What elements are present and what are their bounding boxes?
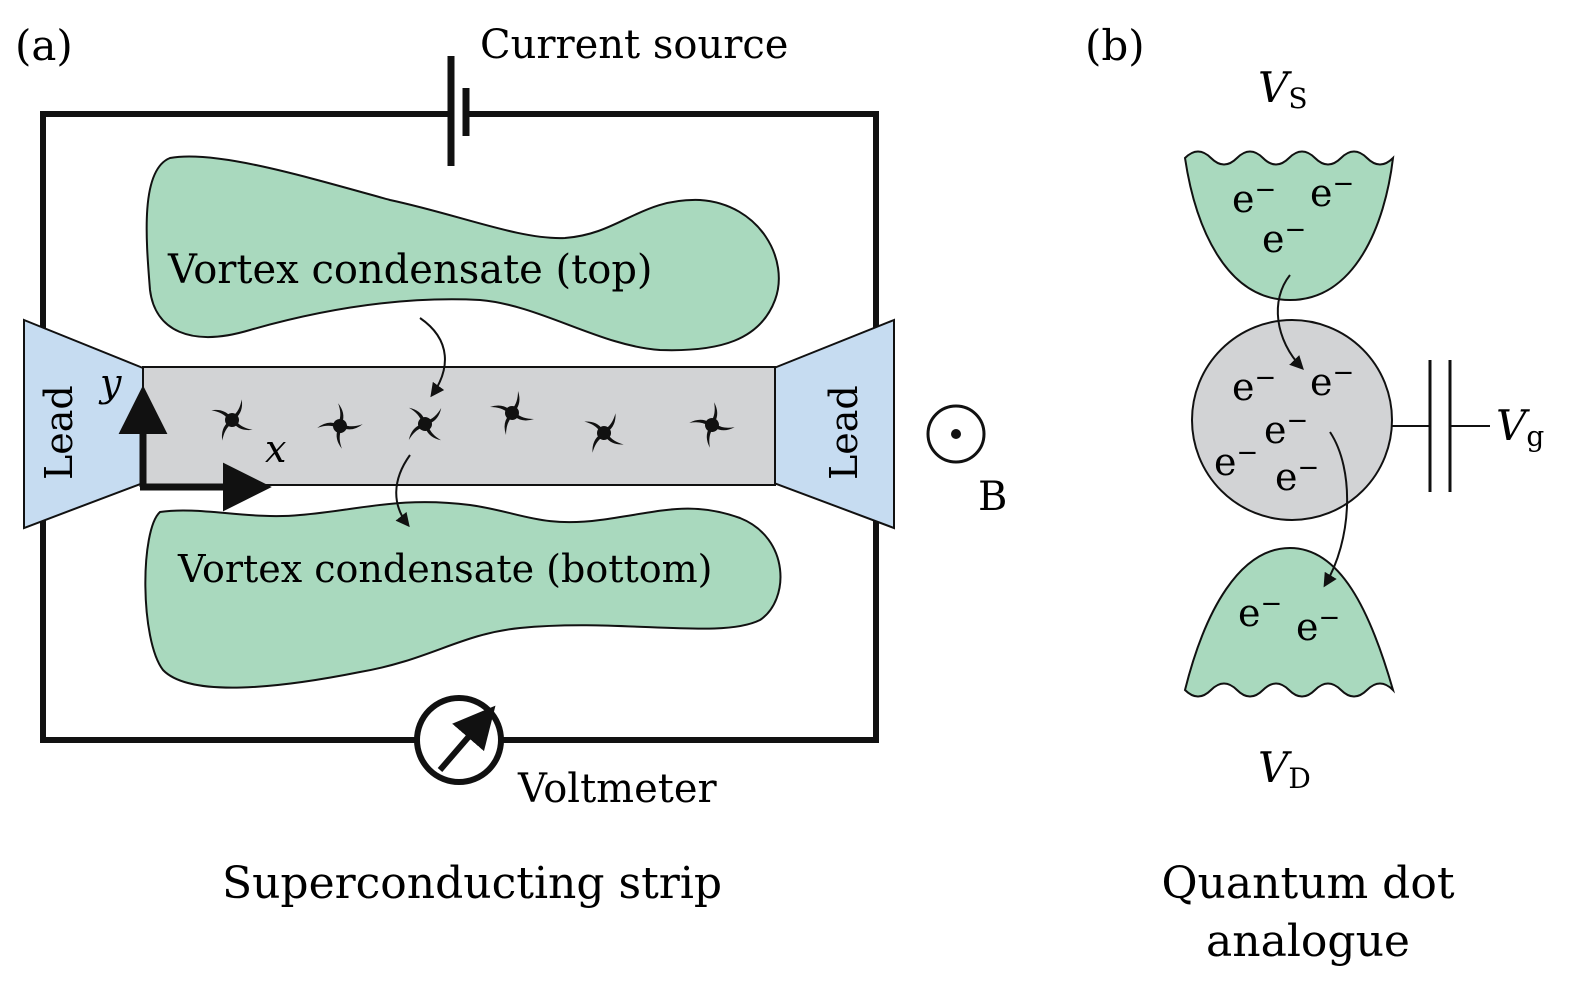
panel-b-caption-line1: Quantum dot (1161, 858, 1454, 909)
condensate-bottom-label: Vortex condensate (bottom) (177, 547, 713, 591)
electron-dot-3: e− (1264, 406, 1308, 452)
panel-b: (b) VS e− e− e− e− e− e− e− e− e− e− (1085, 21, 1544, 967)
drain-voltage-label: VD (1258, 743, 1311, 795)
arrow-source-to-dot (1276, 274, 1304, 371)
y-axis-label: y (98, 361, 122, 405)
arrow-top-to-strip (419, 317, 446, 398)
current-source-label: Current source (480, 22, 788, 68)
electron-dot-2: e− (1310, 358, 1354, 404)
panel-a: (a) Current source Vortex condensate (to… (15, 21, 1007, 909)
gate-voltage-label: Vg (1496, 401, 1544, 453)
axes: y x (98, 361, 286, 512)
magnetic-field-out-of-page-icon (926, 404, 986, 464)
electron-dot-5: e− (1275, 453, 1319, 499)
electron-drain-1: e− (1238, 589, 1282, 635)
electron-dot-4: e− (1214, 438, 1258, 484)
panel-b-caption-line2: analogue (1206, 916, 1410, 967)
electron-drain-2: e− (1296, 603, 1340, 649)
source-reservoir (1183, 150, 1395, 302)
electron-dot-1: e− (1232, 363, 1276, 409)
voltmeter-icon (414, 695, 504, 785)
electron-source-3: e− (1262, 215, 1306, 261)
arrow-strip-to-bottom (395, 454, 411, 528)
condensate-bottom (144, 501, 782, 689)
field-label: B (978, 474, 1007, 520)
arrow-dot-to-drain (1323, 431, 1349, 588)
lead-right-label: Lead (822, 385, 866, 480)
panel-b-label: (b) (1085, 21, 1145, 70)
condensate-top-label: Vortex condensate (top) (167, 247, 653, 293)
current-source-battery (447, 56, 470, 166)
panel-a-label: (a) (15, 21, 73, 70)
source-voltage-label: VS (1258, 63, 1308, 115)
voltmeter-label: Voltmeter (517, 766, 718, 812)
quantum-dot (1191, 319, 1393, 521)
gate-capacitor (1392, 360, 1490, 492)
x-axis-label: x (265, 427, 286, 471)
electron-source-2: e− (1310, 169, 1354, 215)
condensate-top (145, 155, 780, 352)
panel-a-caption: Superconducting strip (222, 858, 722, 909)
electron-source-1: e− (1232, 175, 1276, 221)
drain-reservoir (1183, 546, 1396, 698)
lead-left-label: Lead (37, 385, 81, 480)
